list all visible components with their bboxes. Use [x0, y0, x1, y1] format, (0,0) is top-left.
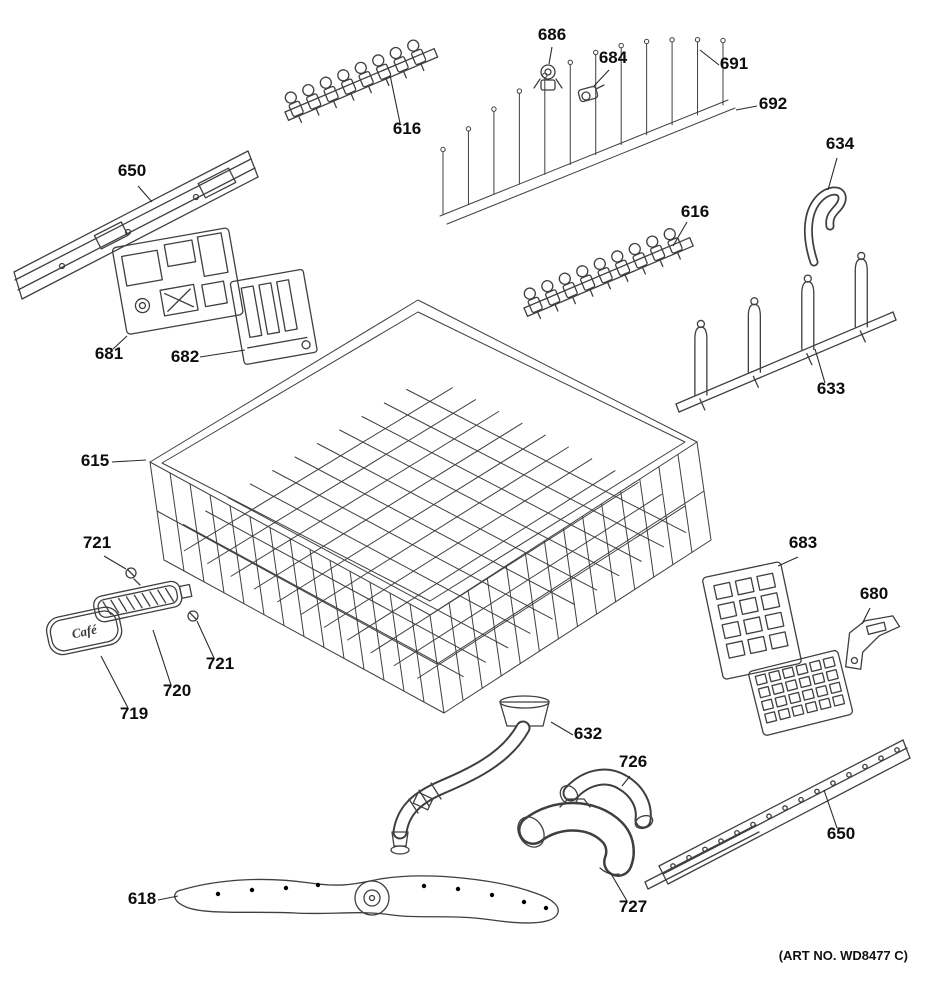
rack-adjuster-bracket-682	[229, 268, 318, 365]
spray-arm-618	[174, 875, 559, 924]
rail-bracket-680	[748, 615, 901, 736]
upper-rack-615	[149, 299, 712, 714]
clip-686	[533, 64, 563, 91]
tine-row-top	[284, 39, 439, 124]
part-label-616-top: 616	[393, 119, 421, 138]
part-label-719: 719	[120, 704, 148, 723]
clip-684	[577, 84, 605, 103]
part-label-684: 684	[599, 48, 628, 67]
art-number: (ART NO. WD8477 C)	[779, 948, 908, 963]
part-label-616-mid: 616	[681, 202, 709, 221]
screw-721-top	[125, 567, 141, 586]
part-label-726: 726	[619, 752, 647, 771]
part-label-683: 683	[789, 533, 817, 552]
part-label-633: 633	[817, 379, 845, 398]
part-label-632: 632	[574, 724, 602, 743]
duct-727	[517, 798, 635, 877]
handle-hatch	[102, 587, 175, 616]
cafe-badge-719: Café	[45, 606, 123, 656]
bracket-680-grid	[754, 656, 846, 724]
part-labels: 686 684 691 692 616 650 634 616 681 682 …	[81, 25, 888, 916]
tine-clips-mid	[523, 228, 683, 320]
rack-wall-wires	[169, 453, 693, 703]
leader-lines	[100, 46, 871, 902]
fold-down-posts	[694, 251, 868, 411]
fold-down-tine-assembly-633	[675, 251, 897, 413]
part-label-691: 691	[720, 54, 748, 73]
retainer-hook-634	[803, 186, 847, 267]
part-label-727: 727	[619, 897, 647, 916]
part-label-650-bottom: 650	[827, 824, 855, 843]
part-label-720: 720	[163, 681, 191, 700]
part-label-692: 692	[759, 94, 787, 113]
mount-bracket-683	[702, 561, 802, 680]
part-label-721-top: 721	[83, 533, 111, 552]
rack-adjuster-bracket-681	[111, 227, 244, 335]
tine-clips-top	[284, 39, 427, 124]
screw-721-bottom	[187, 610, 199, 622]
wire-rod-assembly	[439, 37, 736, 225]
cafe-badge-text: Café	[70, 621, 99, 641]
spray-arm-holes	[215, 882, 549, 911]
part-label-615: 615	[81, 451, 109, 470]
water-conduit-632	[390, 695, 550, 855]
lower-slide-rail-right	[644, 739, 911, 890]
rack-floor-grid	[182, 387, 687, 679]
upper-slide-rail-left	[13, 150, 259, 300]
part-label-681: 681	[95, 344, 123, 363]
part-label-721-bottom: 721	[206, 654, 234, 673]
part-label-686: 686	[538, 25, 566, 44]
part-label-682: 682	[171, 347, 199, 366]
part-label-650-top: 650	[118, 161, 146, 180]
tine-row-mid	[523, 228, 694, 320]
part-label-634: 634	[826, 134, 855, 153]
rail-rivets	[670, 747, 900, 869]
wire-rods	[440, 37, 726, 215]
part-label-618: 618	[128, 889, 156, 908]
part-label-680: 680	[860, 584, 888, 603]
handle-trim-720	[93, 580, 193, 623]
bracket-683-grid	[713, 572, 789, 659]
